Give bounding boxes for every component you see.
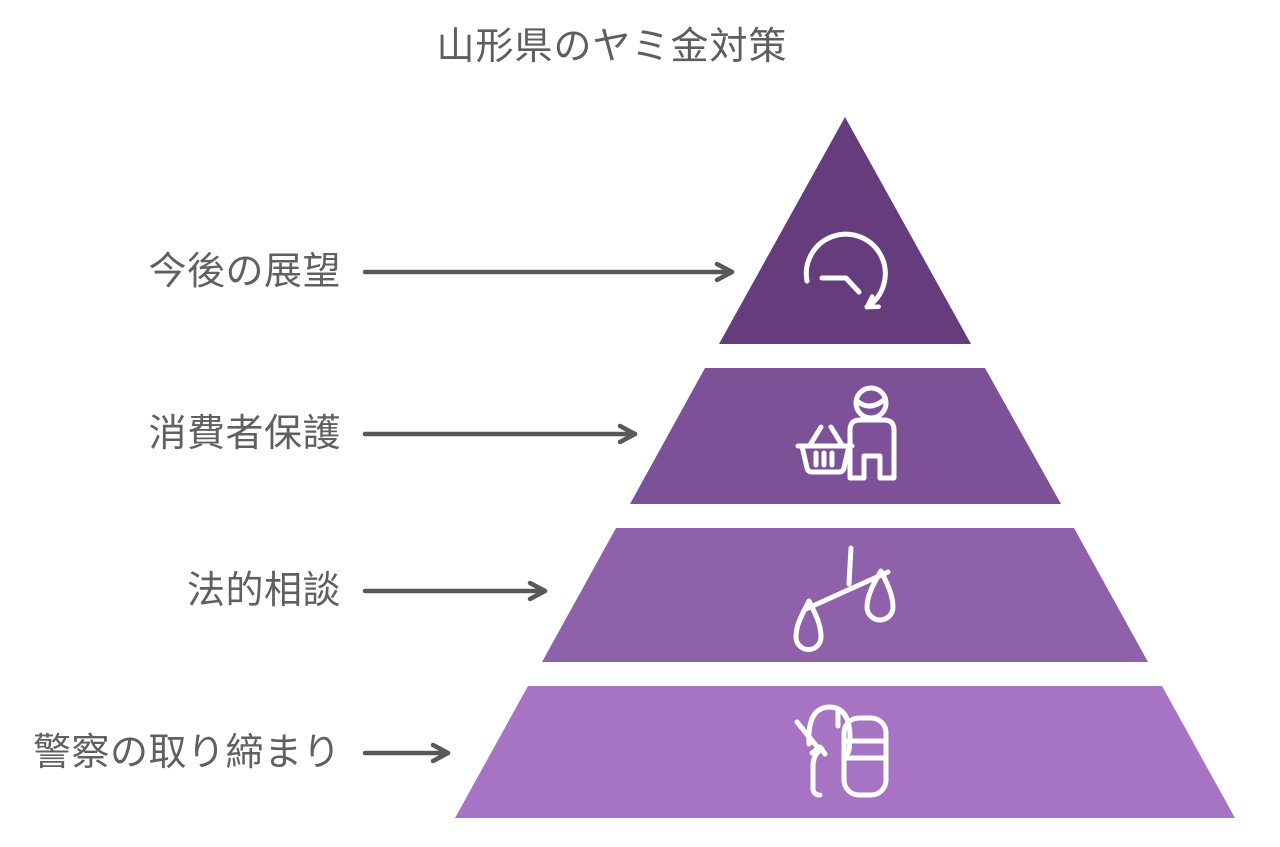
consumer-basket-icon [795, 385, 897, 481]
police-officer-icon [794, 704, 889, 798]
label-police-crackdown: 警察の取り締まり [32, 732, 341, 774]
scales-of-justice-icon [793, 545, 896, 652]
label-legal-consultation: 法的相談 [186, 570, 341, 612]
pyramid-level-consumer-protection [630, 368, 1061, 504]
label-future-outlook: 今後の展望 [148, 251, 341, 293]
diagram-title: 山形県のヤミ金対策 [436, 26, 788, 68]
pyramid-level-legal-consultation [542, 528, 1148, 662]
pyramid-level-future-outlook [719, 117, 971, 344]
clock-history-icon [803, 231, 888, 310]
label-consumer-protection: 消費者保護 [148, 413, 341, 455]
